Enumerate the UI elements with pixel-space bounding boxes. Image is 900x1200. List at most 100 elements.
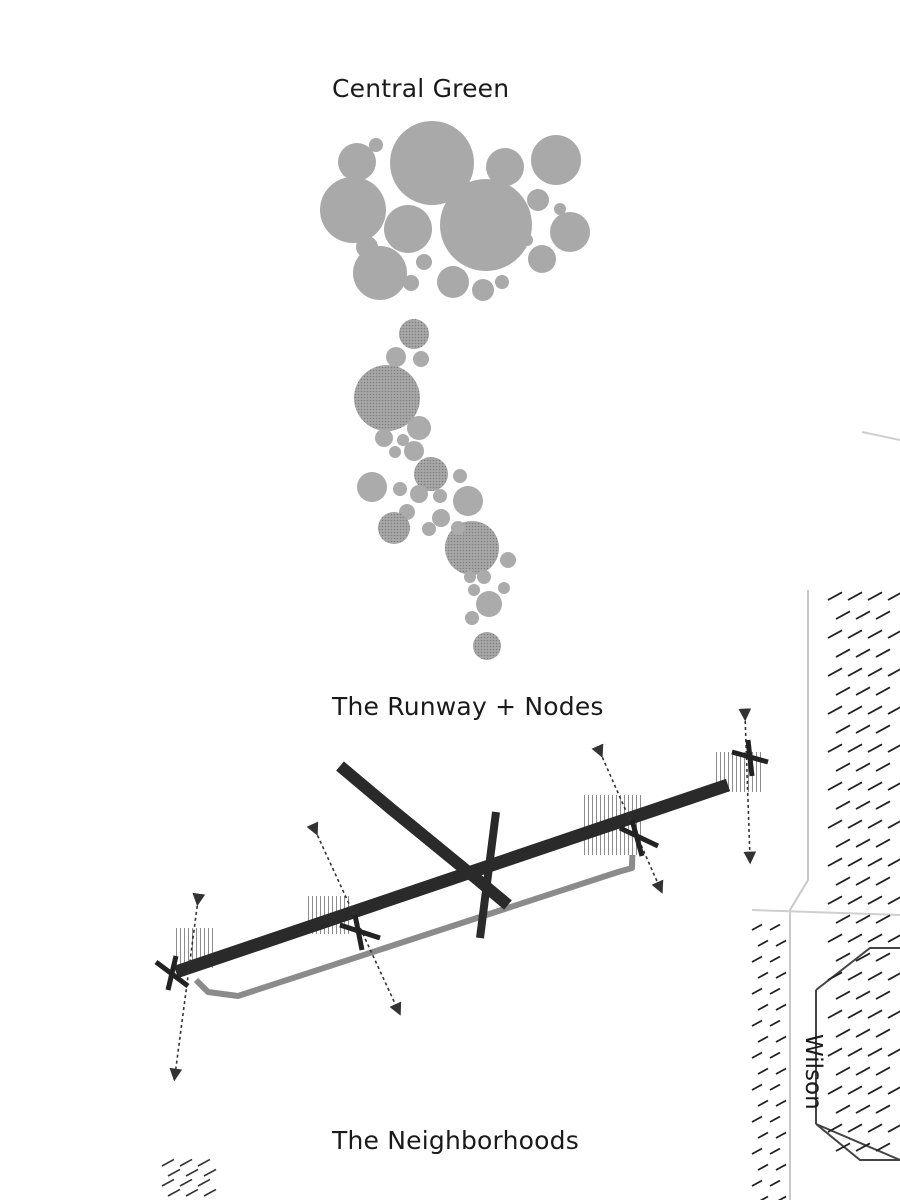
pathway-circle [465,611,479,625]
block-dash [855,838,871,848]
block-dash [161,1178,175,1187]
block-dash [875,1142,891,1152]
block-dash [867,629,883,639]
block-dash [867,1009,883,1019]
pathway-circle [476,591,502,617]
block-dash [867,895,883,905]
green-circle [320,177,386,243]
pathway-circle [473,632,501,660]
block-dash [769,1051,781,1059]
green-circle [554,203,566,215]
block-dash [179,1178,193,1187]
block-dash [185,1168,199,1177]
runway-nodes-label: The Runway + Nodes [332,692,604,721]
block-dash [887,668,900,677]
green-circle [403,275,419,291]
block-dash [203,1188,217,1197]
block-dash [775,1003,787,1011]
block-dash [769,955,781,963]
block-dash [769,923,781,931]
block-dash [847,705,863,715]
x-mark-icon [731,739,769,777]
block-dash [827,705,843,715]
block-dash [835,914,851,924]
block-dash [757,1131,769,1139]
block-dash [867,591,883,601]
block-dash [197,1178,211,1187]
block-dash [769,1179,781,1187]
block-dash [867,857,883,867]
green-circle [486,148,524,186]
block-dash [751,1115,763,1123]
block-dash [855,648,871,658]
block-dash [847,781,863,791]
block-dash [855,610,871,620]
x-mark-icon [154,955,190,991]
pathway-circle [414,457,448,491]
pathway-circle [500,552,516,568]
block-dash [887,1010,900,1019]
green-circle [437,266,469,298]
green-circle [527,189,549,211]
block-dash [775,1163,787,1171]
block-dash [867,819,883,829]
block-dash [827,781,843,791]
block-dash [759,1195,769,1200]
block-dash [751,1051,763,1059]
block-dash [827,895,843,905]
block-dash [835,1142,851,1152]
block-dash [751,1019,763,1027]
block-dash [757,939,769,947]
pathway-circle [354,365,420,431]
block-dash [835,1028,851,1038]
block-dash [775,1131,787,1139]
block-dash [875,1028,891,1038]
block-dash [867,1047,883,1057]
runway-bar [173,778,731,979]
block-dash [847,1047,863,1057]
block-dash [887,744,900,753]
block-dash [185,1188,199,1197]
pathway-circle [413,351,429,367]
block-dash [835,1104,851,1114]
street-edge [751,909,900,916]
block-dash [775,939,787,947]
block-dash [827,743,843,753]
block-dash [855,762,871,772]
pathway-circle [451,521,465,535]
cross-axis-vertical [476,811,500,939]
block-dash [835,838,851,848]
street-label-wilson: Wilson [800,1034,826,1110]
pathway-circle [422,522,436,536]
pathway-circle [410,485,428,503]
block-dash [769,1115,781,1123]
block-dash [855,876,871,886]
block-dash [757,1163,769,1171]
block-dash [875,1104,891,1114]
block-dash [775,1067,787,1075]
green-circle [390,121,474,205]
pathway-circle [375,429,393,447]
block-dash [887,934,900,943]
block-dash [855,724,871,734]
block-dash [867,705,883,715]
pathway-circle [399,319,429,349]
green-circle [528,245,556,273]
block-dash [827,1009,843,1019]
neighborhood-fabric [751,431,900,1200]
block-dash [757,1035,769,1043]
block-dash [875,990,891,1000]
green-circle [413,188,427,202]
block-dash [887,1124,900,1133]
block-dash [167,1188,181,1197]
block-dash [855,1142,871,1152]
block-dash [887,1086,900,1095]
pathway-circle [464,571,476,583]
block-dash [867,781,883,791]
block-dash [751,1147,763,1155]
block-dash [855,1104,871,1114]
block-dash [847,819,863,829]
block-dash [875,800,891,810]
block-dash [887,706,900,715]
